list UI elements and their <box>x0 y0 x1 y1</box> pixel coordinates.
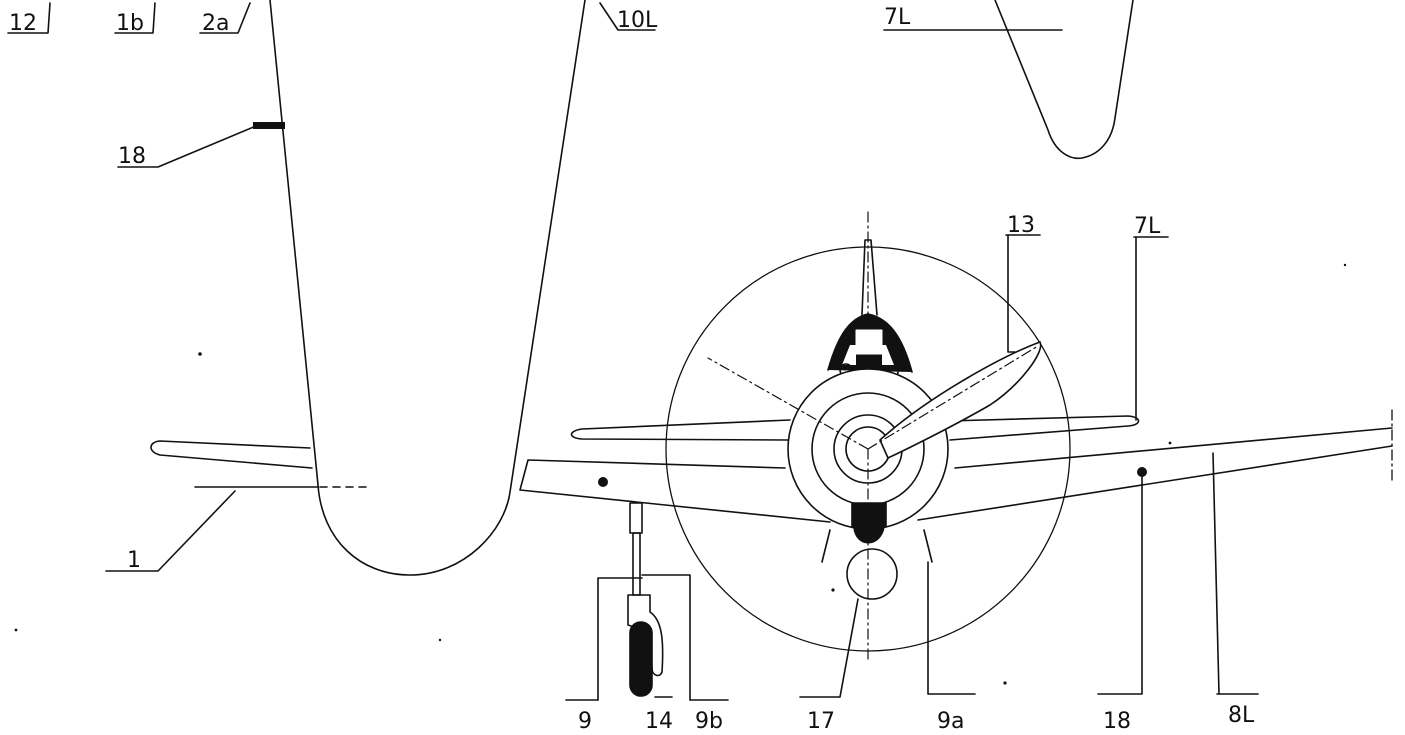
scan-specks <box>14 263 1347 685</box>
callout-labels: 12 1b 2a 10L 7L 18 13 7L 1 9 14 9b 17 9a… <box>9 5 1255 734</box>
main-wing-left <box>519 459 831 523</box>
vertical-fin <box>861 239 878 316</box>
main-wheel <box>629 621 653 697</box>
callout-9: 9 <box>578 709 592 734</box>
canopy-window-lower <box>842 345 894 365</box>
callout-14: 14 <box>645 709 673 734</box>
tailplane-left <box>150 440 313 469</box>
blade-pitch-line <box>867 345 1039 450</box>
navigation-light-left <box>598 477 608 487</box>
callout-18-bottom: 18 <box>1103 709 1131 734</box>
canopy-window <box>855 329 883 355</box>
callout-7L-top: 7L <box>884 5 911 30</box>
callout-9a: 9a <box>937 709 964 734</box>
leader-lines <box>7 2 1259 701</box>
callout-1: 1 <box>127 548 141 573</box>
callout-17: 17 <box>807 709 835 734</box>
callout-18-left: 18 <box>118 144 146 169</box>
gear-door-left <box>821 529 831 563</box>
wing-planform-outline <box>269 0 586 576</box>
chin-intake-bottom <box>853 526 885 544</box>
main-wing-right <box>917 427 1393 521</box>
callout-13: 13 <box>1007 213 1035 238</box>
chin-intake <box>851 502 887 528</box>
gear-oleo-lower <box>632 532 641 596</box>
callout-10L: 10L <box>617 8 658 33</box>
callout-2a: 2a <box>202 11 229 36</box>
callout-9b: 9b <box>695 709 723 734</box>
fin-outline <box>994 0 1134 160</box>
propeller-blade <box>879 341 1042 459</box>
callout-7L-right: 7L <box>1134 214 1161 239</box>
horizontal-stabiliser <box>570 415 1140 441</box>
callout-8L: 8L <box>1228 703 1255 728</box>
callout-1b: 1b <box>116 11 144 36</box>
gear-oleo-upper <box>629 502 643 534</box>
callout-12: 12 <box>9 11 37 36</box>
gear-door-right <box>923 529 933 563</box>
gear-track-bracket <box>597 574 691 701</box>
belly-tank <box>846 548 898 600</box>
